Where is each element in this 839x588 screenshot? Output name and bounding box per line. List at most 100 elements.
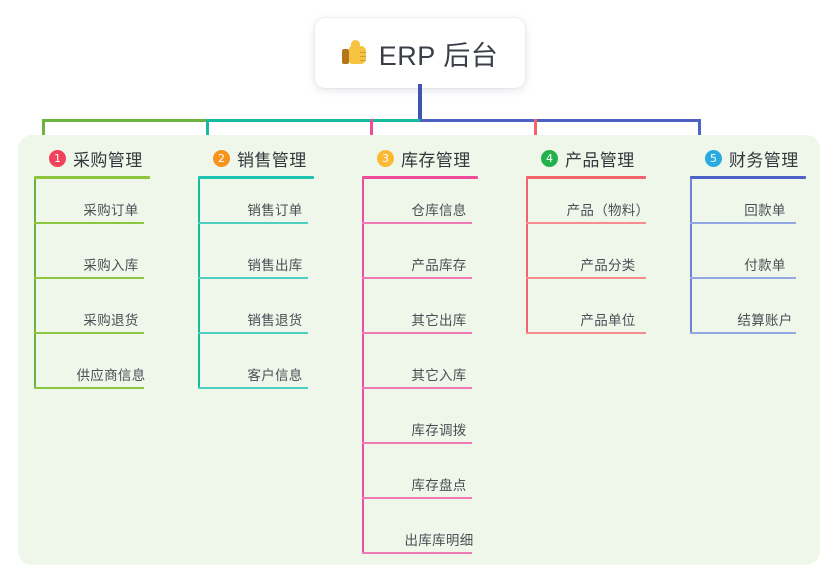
column-spine-2 xyxy=(198,179,200,389)
root-node-card[interactable]: ERP 后台 xyxy=(315,18,525,88)
leaf-item[interactable]: 其它入库 xyxy=(362,359,472,389)
branch-drop-1 xyxy=(42,119,45,145)
leaf-label: 回款单 xyxy=(744,203,786,218)
column-rule-3 xyxy=(362,176,478,179)
leaf-label: 供应商信息 xyxy=(76,368,146,383)
leaf-rule xyxy=(198,332,308,334)
leaf-label: 库存调拨 xyxy=(411,423,467,438)
column-badge-4: 4 xyxy=(541,149,558,167)
column-badge-1: 1 xyxy=(49,149,66,167)
leaf-item[interactable]: 产品单位 xyxy=(526,304,646,334)
leaf-rule xyxy=(198,387,308,389)
column-badge-3: 3 xyxy=(377,149,394,167)
leaf-label: 产品分类 xyxy=(580,258,636,273)
branch-drop-4 xyxy=(534,119,537,145)
leaf-item[interactable]: 产品分类 xyxy=(526,249,646,279)
leaf-label: 库存盘点 xyxy=(411,478,467,493)
column-badge-2: 2 xyxy=(213,149,230,167)
leaf-rule xyxy=(526,332,646,334)
leaf-item[interactable]: 库存调拨 xyxy=(362,414,472,444)
leaf-label: 销售出库 xyxy=(247,258,303,273)
leaf-label: 结算账户 xyxy=(737,313,793,328)
leaf-item[interactable]: 供应商信息 xyxy=(34,359,145,389)
root-stem xyxy=(418,84,422,122)
thumbs-up-icon xyxy=(341,40,368,66)
diagram-background-panel xyxy=(18,135,820,565)
leaf-item[interactable]: 销售订单 xyxy=(198,194,308,224)
leaf-rule xyxy=(690,222,796,224)
leaf-item[interactable]: 采购入库 xyxy=(34,249,144,279)
leaf-item[interactable]: 销售退货 xyxy=(198,304,308,334)
leaf-label: 其它出库 xyxy=(411,313,467,328)
column-header-1[interactable]: 1 采购管理 xyxy=(34,146,150,170)
column-spine-4 xyxy=(526,179,528,334)
column-badge-5: 5 xyxy=(705,149,722,167)
leaf-rule xyxy=(362,387,472,389)
column-title-4: 产品管理 xyxy=(565,150,635,170)
column-spine-5 xyxy=(690,179,692,334)
leaf-label: 客户信息 xyxy=(247,368,303,383)
leaf-rule xyxy=(34,387,144,389)
branch-drop-2 xyxy=(206,119,209,145)
leaf-label: 销售退货 xyxy=(247,313,303,328)
leaf-rule xyxy=(690,277,796,279)
leaf-label: 采购订单 xyxy=(83,203,139,218)
bus-segment-1 xyxy=(42,119,209,122)
leaf-label: 产品库存 xyxy=(411,258,467,273)
column-title-1: 采购管理 xyxy=(73,150,143,170)
branch-drop-5 xyxy=(698,119,701,145)
leaf-rule xyxy=(362,277,472,279)
leaf-rule xyxy=(34,277,144,279)
column-header-4[interactable]: 4 产品管理 xyxy=(526,146,646,170)
column-title-2: 销售管理 xyxy=(237,150,307,170)
column-5: 5 财务管理回款单付款单结算账户 xyxy=(690,146,806,340)
leaf-item[interactable]: 采购退货 xyxy=(34,304,144,334)
leaf-item[interactable]: 仓库信息 xyxy=(362,194,472,224)
leaf-label: 仓库信息 xyxy=(411,203,467,218)
leaf-item[interactable]: 销售出库 xyxy=(198,249,308,279)
column-title-5: 财务管理 xyxy=(729,150,799,170)
column-4: 4 产品管理产品（物料） 产品分类产品单位 xyxy=(526,146,649,340)
leaf-label: 出库库明细 xyxy=(404,533,474,548)
column-1: 1 采购管理采购订单采购入库采购退货供应商信息 xyxy=(34,146,150,395)
column-rule-5 xyxy=(690,176,806,179)
bus-segment-3 xyxy=(420,119,701,122)
column-rule-4 xyxy=(526,176,646,179)
leaf-label: 其它入库 xyxy=(411,368,467,383)
leaf-item[interactable]: 结算账户 xyxy=(690,304,796,334)
column-header-2[interactable]: 2 销售管理 xyxy=(198,146,314,170)
leaf-label: 采购入库 xyxy=(83,258,139,273)
leaf-item[interactable]: 回款单 xyxy=(690,194,796,224)
leaf-label: 采购退货 xyxy=(83,313,139,328)
column-2: 2 销售管理销售订单销售出库销售退货客户信息 xyxy=(198,146,314,395)
leaf-label: 产品单位 xyxy=(580,313,636,328)
leaf-group-4: 产品（物料） 产品分类产品单位 xyxy=(526,179,649,340)
leaf-label: 销售订单 xyxy=(247,203,303,218)
column-header-5[interactable]: 5 财务管理 xyxy=(690,146,806,170)
column-rule-2 xyxy=(198,176,314,179)
leaf-item[interactable]: 产品（物料） xyxy=(526,194,649,224)
leaf-rule xyxy=(526,222,646,224)
leaf-rule xyxy=(198,222,308,224)
leaf-item[interactable]: 付款单 xyxy=(690,249,796,279)
leaf-label: 产品（物料） xyxy=(566,203,650,218)
leaf-item[interactable]: 采购订单 xyxy=(34,194,144,224)
column-spine-3 xyxy=(362,179,364,554)
leaf-rule xyxy=(526,277,646,279)
leaf-rule xyxy=(34,222,144,224)
leaf-rule xyxy=(362,497,472,499)
leaf-item[interactable]: 产品库存 xyxy=(362,249,472,279)
leaf-rule xyxy=(198,277,308,279)
leaf-rule xyxy=(690,332,796,334)
leaf-item[interactable]: 客户信息 xyxy=(198,359,308,389)
leaf-label: 付款单 xyxy=(744,258,786,273)
column-rule-1 xyxy=(34,176,150,179)
leaf-rule xyxy=(362,552,472,554)
leaf-item[interactable]: 库存盘点 xyxy=(362,469,472,499)
leaf-item[interactable]: 出库库明细 xyxy=(362,524,473,554)
column-spine-1 xyxy=(34,179,36,389)
leaf-item[interactable]: 其它出库 xyxy=(362,304,472,334)
